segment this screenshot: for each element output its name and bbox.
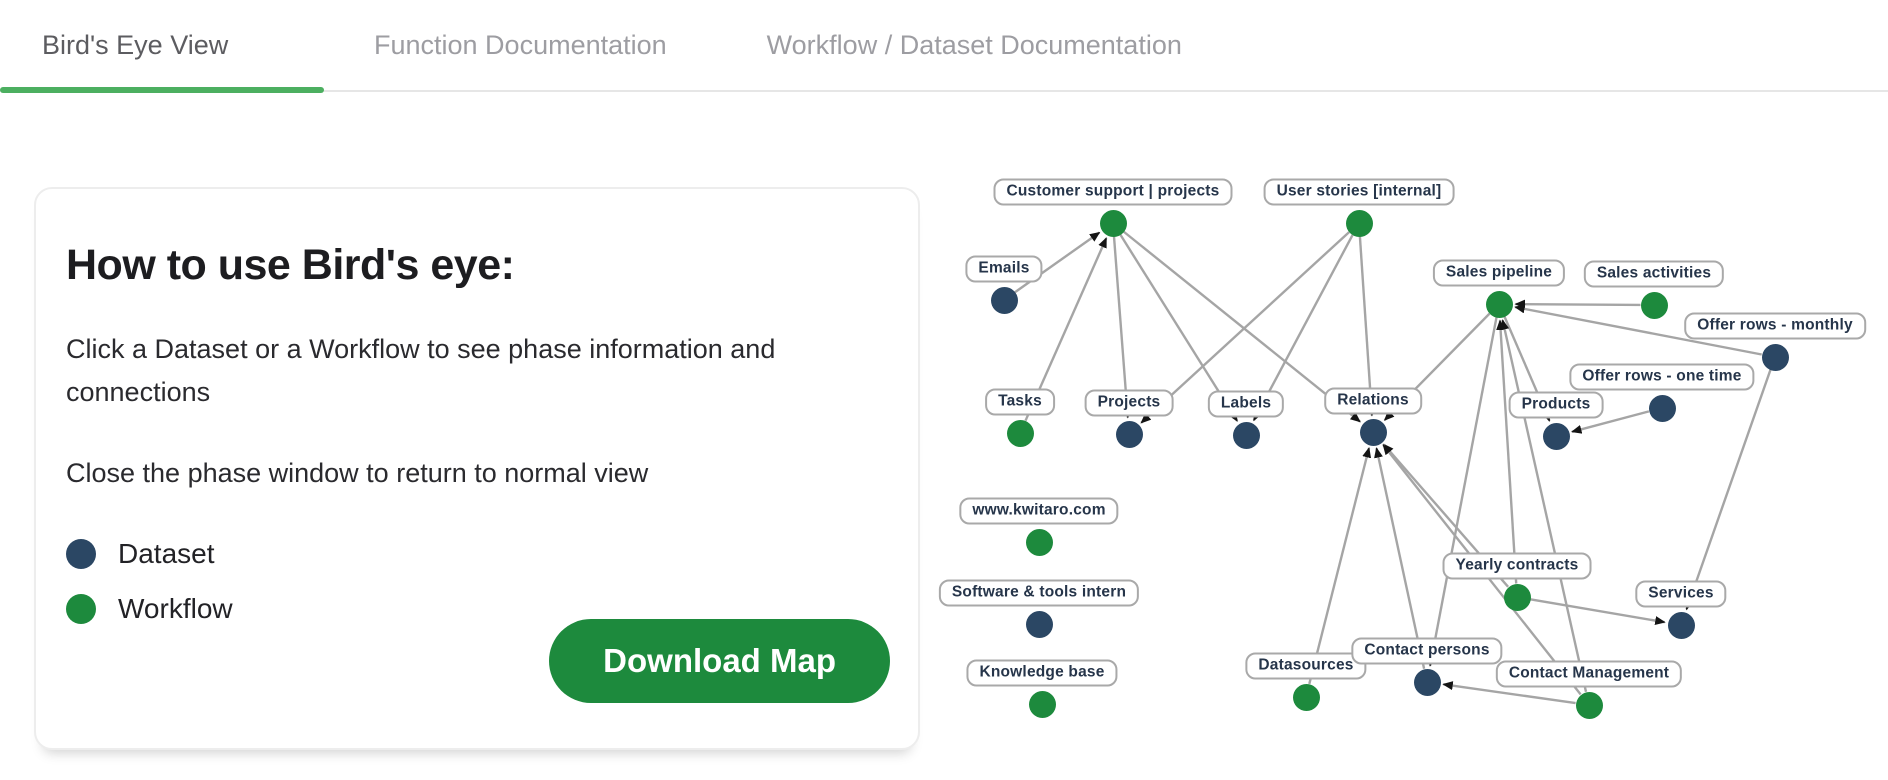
node-label-yearly-contracts[interactable]: Yearly contracts xyxy=(1442,552,1592,580)
edge-user-stories-internal-to-relations xyxy=(1358,236,1376,417)
node-label-products[interactable]: Products xyxy=(1508,391,1604,419)
node-label-user-stories-internal[interactable]: User stories [internal] xyxy=(1263,178,1455,206)
node-contact-management[interactable] xyxy=(1575,691,1603,719)
node-projects[interactable] xyxy=(1115,420,1143,448)
edge-yearly-contracts-to-sales-pipeline xyxy=(1496,319,1518,584)
edge-customer-support-projects-to-relations xyxy=(1122,230,1361,423)
node-label-emails[interactable]: Emails xyxy=(965,255,1043,283)
node-emails[interactable] xyxy=(990,286,1018,314)
edge-user-stories-internal-to-projects xyxy=(1140,231,1350,424)
node-label-customer-support-projects[interactable]: Customer support | projects xyxy=(993,178,1233,206)
legend-row-workflow: Workflow xyxy=(66,593,888,625)
edge-contact-management-to-contact-persons xyxy=(1442,681,1576,705)
node-sales-pipeline[interactable] xyxy=(1485,290,1513,318)
node-services[interactable] xyxy=(1667,611,1695,639)
node-offer-rows-monthly[interactable] xyxy=(1761,343,1789,371)
node-www-kwitaro-com[interactable] xyxy=(1025,528,1053,556)
node-software-tools-intern[interactable] xyxy=(1025,610,1053,638)
node-knowledge-base[interactable] xyxy=(1028,690,1056,718)
edge-customer-support-projects-to-labels xyxy=(1119,233,1239,422)
edge-customer-support-projects-to-projects xyxy=(1112,236,1132,419)
node-label-offer-rows-monthly[interactable]: Offer rows - monthly xyxy=(1684,312,1866,340)
node-datasources[interactable] xyxy=(1292,683,1320,711)
node-customer-support-projects[interactable] xyxy=(1099,209,1127,237)
tab-bar: Bird's Eye View Function Documentation W… xyxy=(0,0,1888,93)
node-sales-activities[interactable] xyxy=(1640,291,1668,319)
legend-label-dataset: Dataset xyxy=(118,537,215,569)
edge-datasources-to-relations xyxy=(1308,447,1372,685)
node-contact-persons[interactable] xyxy=(1413,668,1441,696)
legend-row-dataset: Dataset xyxy=(66,538,888,570)
info-card: How to use Bird's eye: Click a Dataset o… xyxy=(34,187,920,750)
tab-label: Workflow / Dataset Documentation xyxy=(766,29,1182,60)
node-label-contact-persons[interactable]: Contact persons xyxy=(1351,637,1503,665)
edge-sales-activities-to-sales-pipeline xyxy=(1514,299,1641,309)
edge-contact-persons-to-relations xyxy=(1374,447,1426,670)
node-label-software-tools-intern[interactable]: Software & tools intern xyxy=(938,579,1140,607)
edge-offer-rows-one-time-to-products xyxy=(1571,410,1650,434)
card-instruction-1: Click a Dataset or a Workflow to see pha… xyxy=(66,334,776,408)
tab-label: Function Documentation xyxy=(374,29,667,60)
card-instruction-2: Close the phase window to return to norm… xyxy=(66,458,649,489)
edge-sales-pipeline-to-contact-persons xyxy=(1427,317,1498,667)
tab-birds-eye-view[interactable]: Bird's Eye View xyxy=(0,0,324,93)
node-user-stories-internal[interactable] xyxy=(1345,209,1373,237)
download-map-button[interactable]: Download Map xyxy=(549,619,890,703)
node-products[interactable] xyxy=(1542,422,1570,450)
tab-workflow-dataset-documentation[interactable]: Workflow / Dataset Documentation xyxy=(717,0,1232,90)
node-label-tasks[interactable]: Tasks xyxy=(985,388,1055,416)
legend-label-workflow: Workflow xyxy=(118,592,233,624)
edge-offer-rows-monthly-to-services xyxy=(1685,369,1772,611)
edge-user-stories-internal-to-labels xyxy=(1252,234,1354,422)
legend: Dataset Workflow xyxy=(66,538,888,625)
node-offer-rows-one-time[interactable] xyxy=(1648,394,1676,422)
node-label-www-kwitaro-com[interactable]: www.kwitaro.com xyxy=(959,497,1119,525)
node-label-sales-pipeline[interactable]: Sales pipeline xyxy=(1432,259,1566,287)
node-labels[interactable] xyxy=(1232,421,1260,449)
tab-function-documentation[interactable]: Function Documentation xyxy=(324,0,717,90)
node-label-sales-activities[interactable]: Sales activities xyxy=(1583,260,1725,288)
node-label-knowledge-base[interactable]: Knowledge base xyxy=(966,659,1118,687)
edge-offer-rows-monthly-to-sales-pipeline xyxy=(1514,304,1762,356)
node-label-contact-management[interactable]: Contact Management xyxy=(1495,660,1683,688)
node-label-projects[interactable]: Projects xyxy=(1084,389,1174,417)
node-label-services[interactable]: Services xyxy=(1635,580,1727,608)
dataset-dot-icon xyxy=(66,538,96,569)
node-yearly-contracts[interactable] xyxy=(1503,583,1531,611)
edge-yearly-contracts-to-services xyxy=(1530,598,1666,626)
edge-contact-management-to-sales-pipeline xyxy=(1500,319,1588,693)
node-label-datasources[interactable]: Datasources xyxy=(1245,652,1367,680)
tab-label: Bird's Eye View xyxy=(42,29,229,60)
node-label-offer-rows-one-time[interactable]: Offer rows - one time xyxy=(1569,363,1755,391)
workflow-dot-icon xyxy=(66,593,96,624)
card-title: How to use Bird's eye: xyxy=(66,241,515,289)
node-label-labels[interactable]: Labels xyxy=(1207,390,1285,418)
node-relations[interactable] xyxy=(1359,418,1387,446)
node-label-relations[interactable]: Relations xyxy=(1324,387,1422,415)
node-tasks[interactable] xyxy=(1006,419,1034,447)
